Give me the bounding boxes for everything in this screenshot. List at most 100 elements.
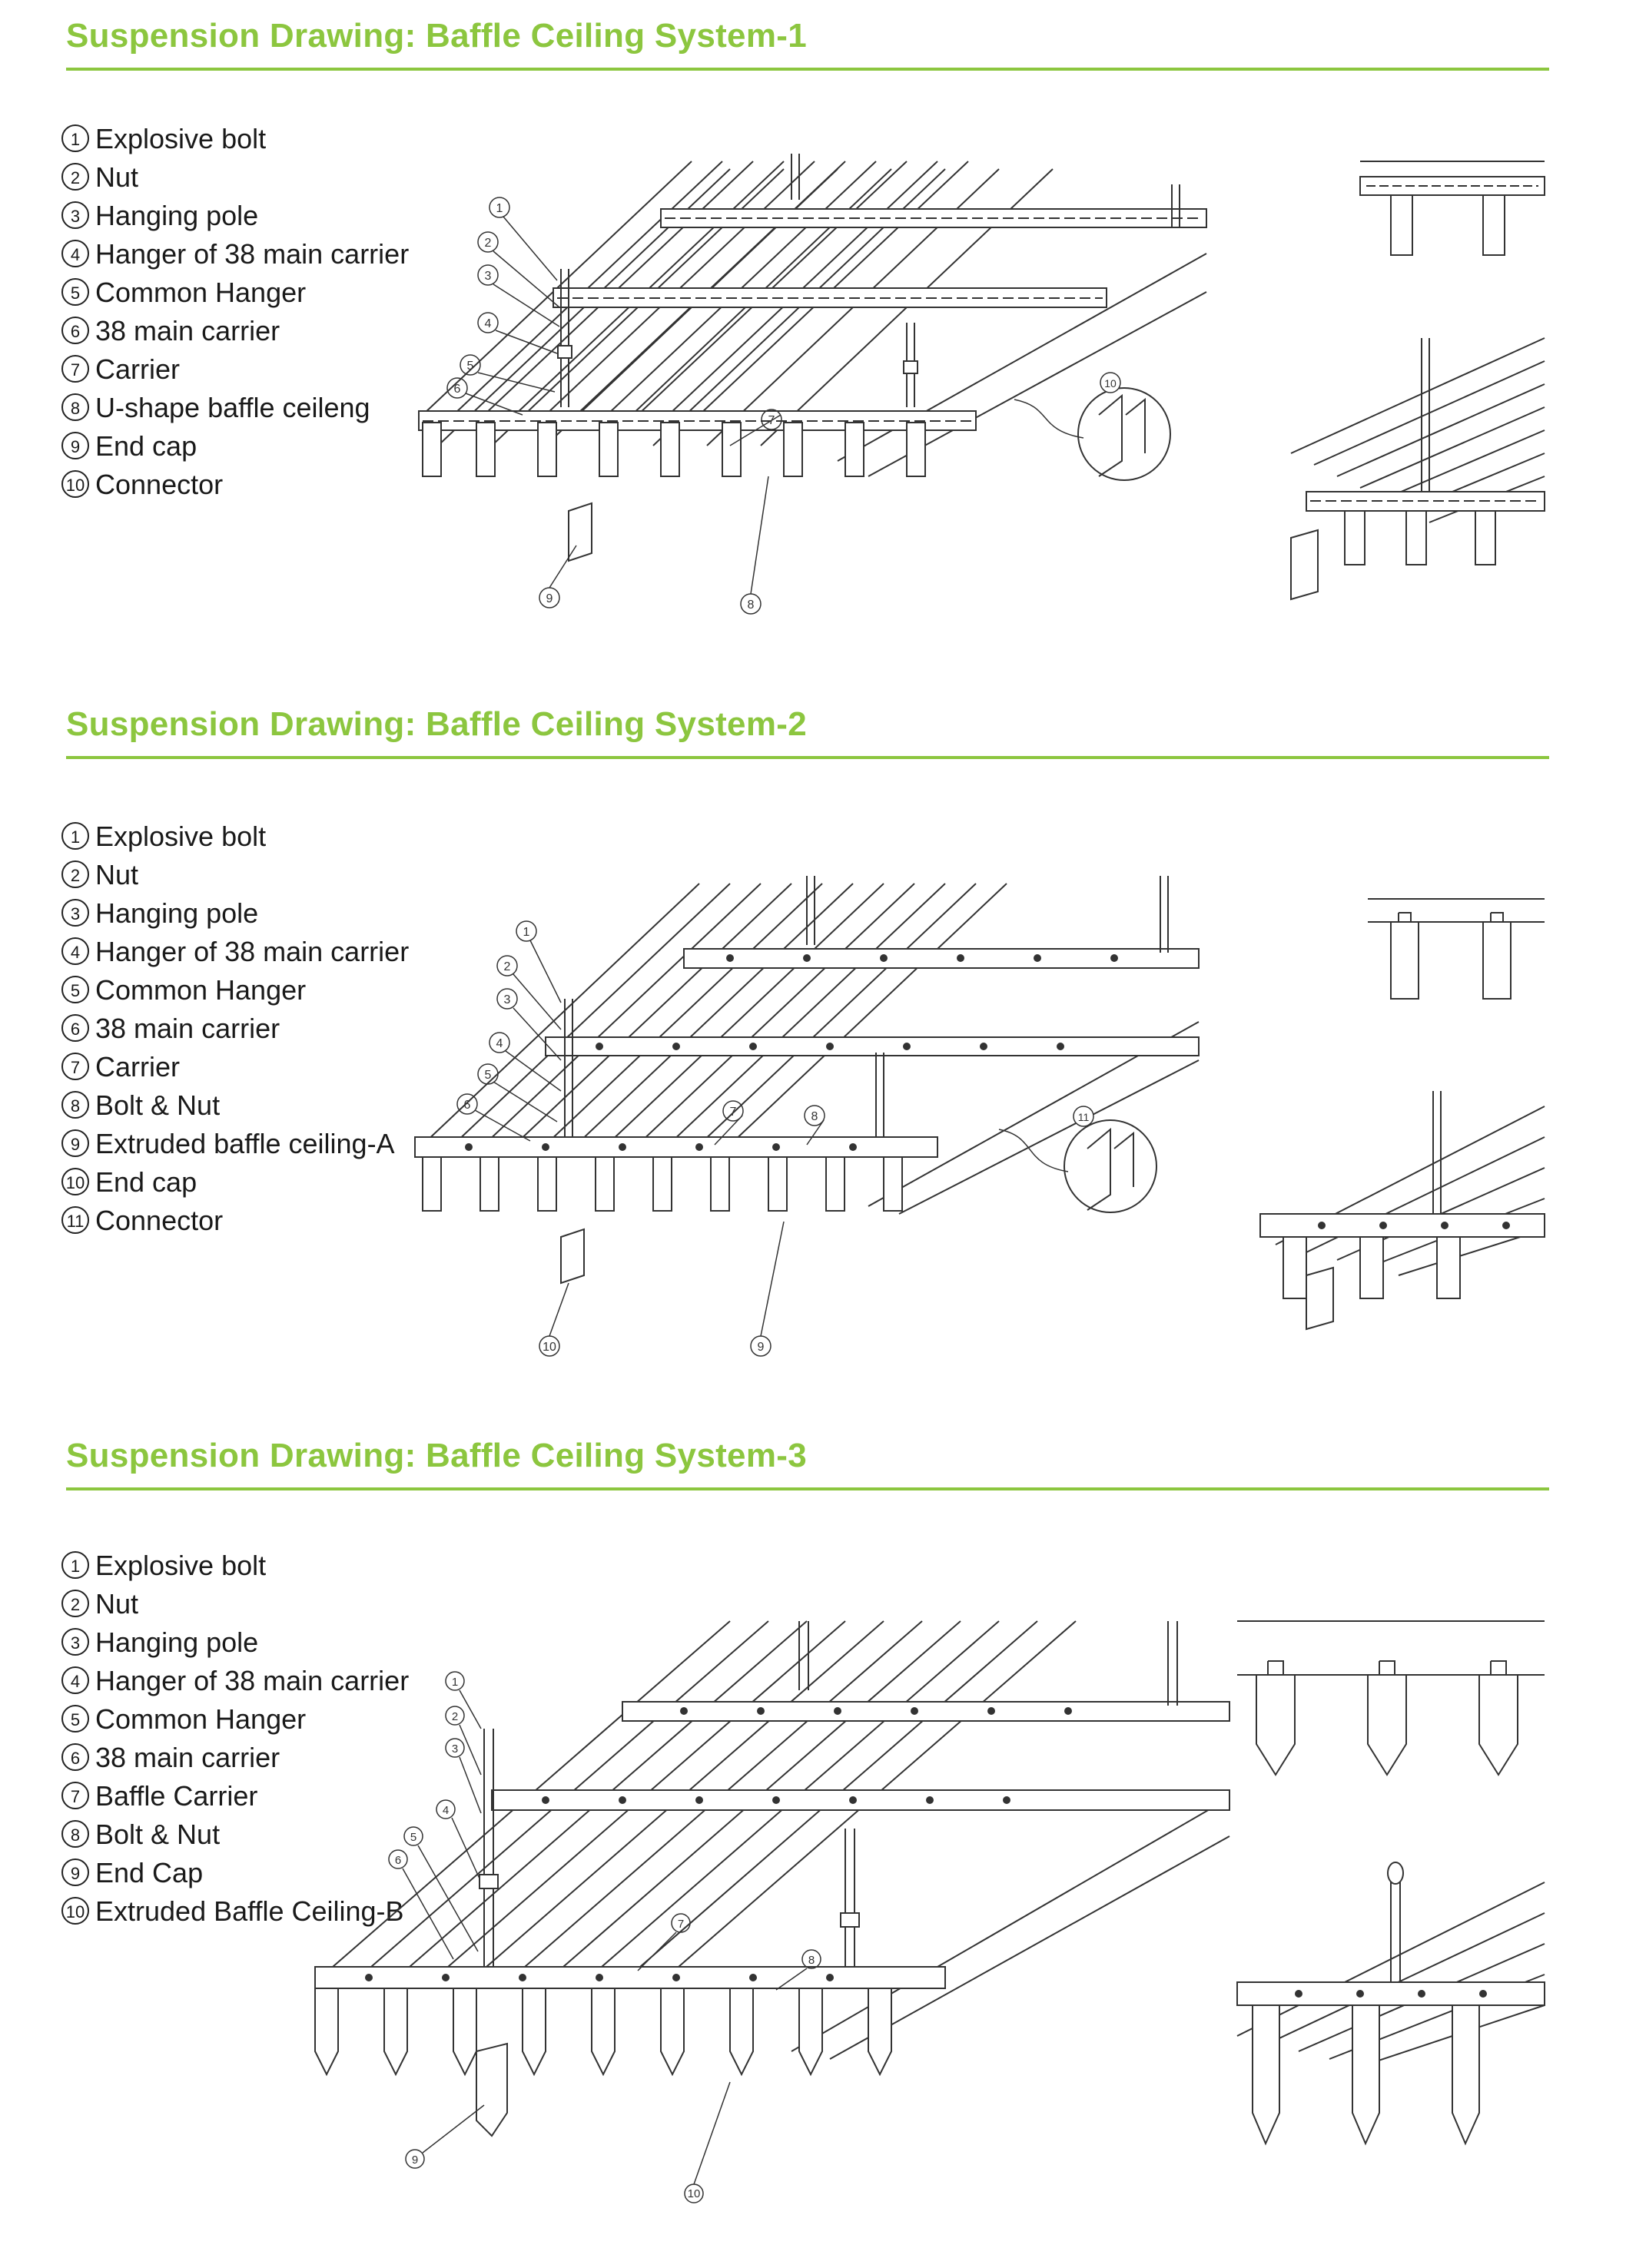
legend-label: Connector — [95, 1205, 224, 1236]
legend-number: 3 — [61, 201, 89, 230]
section-view-drawing — [1368, 891, 1552, 1006]
legend-number: 6 — [61, 1743, 89, 1772]
legend-label: Nut — [95, 859, 139, 890]
svg-text:2: 2 — [504, 960, 511, 973]
legend-number: 1 — [61, 822, 89, 850]
legend-number: 8 — [61, 1820, 89, 1849]
isometric-suspension-drawing: 123 456 789 10 — [407, 154, 1237, 630]
legend-number: 10 — [61, 1168, 89, 1196]
svg-text:3: 3 — [485, 270, 492, 283]
section-system-3: Suspension Drawing: Baffle Ceiling Syste… — [0, 1421, 1626, 2266]
legend-label: 38 main carrier — [95, 1013, 280, 1044]
svg-text:6: 6 — [454, 383, 461, 396]
detail-view-drawing — [1291, 338, 1552, 615]
legend-label: Carrier — [95, 353, 181, 385]
legend-label: End Cap — [95, 1857, 204, 1888]
svg-text:1: 1 — [452, 1676, 458, 1689]
svg-text:7: 7 — [768, 414, 775, 427]
legend-number: 7 — [61, 1053, 89, 1081]
legend-label: Hanging pole — [95, 897, 259, 929]
svg-text:9: 9 — [758, 1341, 765, 1354]
legend-label: Common Hanger — [95, 1703, 307, 1735]
detail-view-drawing — [1260, 1091, 1552, 1345]
legend-label: Extruded baffle ceiling-A — [95, 1128, 395, 1159]
legend-label: Bolt & Nut — [95, 1089, 221, 1121]
section-title: Suspension Drawing: Baffle Ceiling Syste… — [66, 1437, 807, 1474]
legend-label: Hanger of 38 main carrier — [95, 238, 410, 270]
svg-text:2: 2 — [452, 1710, 458, 1723]
svg-text:8: 8 — [748, 598, 755, 612]
legend-number: 10 — [61, 470, 89, 499]
legend-number: 9 — [61, 432, 89, 460]
legend-label: Explosive bolt — [95, 1550, 267, 1581]
svg-text:6: 6 — [395, 1854, 401, 1867]
legend-label: Common Hanger — [95, 277, 307, 308]
detail-view-drawing — [1237, 1852, 1552, 2205]
legend-label: Nut — [95, 1588, 139, 1620]
svg-text:6: 6 — [464, 1099, 471, 1112]
section-system-2: Suspension Drawing: Baffle Ceiling Syste… — [0, 691, 1626, 1421]
title-divider — [66, 68, 1549, 71]
svg-text:7: 7 — [678, 1918, 684, 1931]
legend-label: Hanging pole — [95, 200, 259, 231]
legend-number: 5 — [61, 278, 89, 307]
legend-label: Explosive bolt — [95, 821, 267, 852]
svg-text:10: 10 — [543, 1341, 556, 1354]
legend-number: 7 — [61, 1782, 89, 1810]
svg-text:1: 1 — [496, 202, 503, 215]
legend-label: 38 main carrier — [95, 315, 280, 346]
svg-text:8: 8 — [811, 1110, 818, 1123]
legend-label: Common Hanger — [95, 974, 307, 1006]
legend-number: 2 — [61, 1590, 89, 1618]
legend-number: 2 — [61, 163, 89, 191]
legend-number: 8 — [61, 1091, 89, 1119]
title-divider — [66, 756, 1549, 759]
svg-text:5: 5 — [485, 1069, 492, 1082]
svg-text:4: 4 — [496, 1037, 503, 1050]
legend-label: Carrier — [95, 1051, 181, 1083]
legend-number: 6 — [61, 1014, 89, 1043]
svg-text:3: 3 — [504, 993, 511, 1006]
legend-label: Hanger of 38 main carrier — [95, 936, 410, 967]
section-title: Suspension Drawing: Baffle Ceiling Syste… — [66, 705, 807, 743]
svg-text:1: 1 — [523, 926, 530, 939]
svg-text:2: 2 — [485, 237, 492, 250]
legend-number: 5 — [61, 976, 89, 1004]
legend-label: End cap — [95, 430, 197, 462]
section-title: Suspension Drawing: Baffle Ceiling Syste… — [66, 17, 807, 55]
svg-text:11: 11 — [1078, 1111, 1090, 1123]
svg-text:10: 10 — [1104, 377, 1117, 390]
legend-number: 7 — [61, 355, 89, 383]
legend-number: 5 — [61, 1705, 89, 1733]
svg-text:5: 5 — [467, 360, 474, 373]
legend-label: Connector — [95, 469, 224, 500]
legend-number: 9 — [61, 1858, 89, 1887]
svg-text:4: 4 — [443, 1804, 449, 1817]
